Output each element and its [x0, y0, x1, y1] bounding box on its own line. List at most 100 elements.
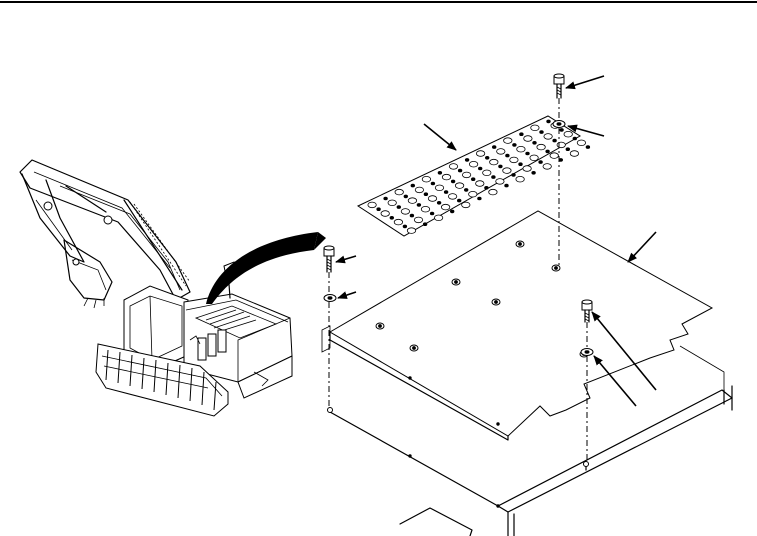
tread-hole: [512, 143, 517, 147]
screw-left: [323, 245, 335, 273]
tread-hole: [421, 175, 431, 183]
tread-hole: [542, 163, 552, 170]
tread-hole: [430, 181, 436, 186]
tread-hole: [403, 194, 408, 199]
tread-hole: [563, 130, 573, 138]
tread-plate: [356, 115, 591, 237]
tread-hole: [491, 175, 496, 179]
screw-right: [581, 299, 593, 323]
tread-hole: [530, 124, 540, 131]
tread-hole: [393, 218, 403, 226]
tread-hole: [546, 119, 551, 124]
callout-leaders: [335, 75, 657, 407]
tread-hole: [409, 213, 415, 218]
tread-hole: [464, 188, 469, 192]
tread-hole: [400, 208, 410, 215]
tread-hole: [496, 148, 506, 155]
tread-hole: [402, 224, 408, 229]
location-indicator-arrow: [206, 232, 326, 304]
screw-top: [553, 73, 565, 99]
tread-hole: [396, 205, 401, 209]
tread-hole: [394, 188, 404, 196]
tread-hole: [511, 173, 516, 177]
washer-left: [323, 294, 337, 302]
tread-hole: [443, 190, 449, 194]
tread-hole: [495, 178, 505, 185]
tread-hole: [569, 150, 580, 157]
tread-hole: [572, 136, 577, 141]
tread-hole: [413, 216, 424, 224]
tread-hole: [516, 145, 526, 153]
leader-washer-left: [337, 291, 357, 299]
washer-top: [552, 120, 566, 128]
tread-hole: [450, 209, 455, 214]
tread-hole: [380, 210, 390, 217]
tread-hole: [383, 196, 388, 201]
tread-hole: [436, 201, 442, 205]
tread-hole: [423, 192, 429, 197]
tread-hole: [437, 171, 443, 175]
tread-hole: [492, 145, 497, 149]
tread-hole: [448, 163, 459, 170]
tread-hole: [502, 167, 512, 174]
tread-hole: [543, 133, 553, 140]
tread-hole: [531, 171, 536, 175]
tread-hole: [441, 173, 452, 181]
leader-screw-left: [335, 255, 357, 264]
tread-hole: [504, 183, 509, 188]
tread-hole: [454, 182, 465, 189]
alignment-centerlines: [328, 98, 588, 462]
tread-hole: [367, 201, 377, 209]
tread-hole: [468, 160, 479, 168]
tread-hole: [420, 205, 431, 213]
tread-hole: [489, 158, 499, 166]
leader-screw-top: [565, 75, 605, 90]
tread-hole: [457, 168, 463, 173]
tread-hole: [552, 138, 557, 143]
tread-hole: [477, 196, 482, 201]
leader-washer-top: [567, 124, 605, 137]
washer-right: [580, 348, 594, 356]
tread-hole: [422, 222, 428, 227]
tread-hole: [427, 195, 438, 202]
machine-frame: [327, 345, 733, 536]
tread-hole: [407, 197, 417, 204]
tread-hole: [503, 137, 513, 144]
leader-washer-right: [593, 355, 637, 407]
tread-hole: [450, 179, 456, 184]
tread-hole: [525, 151, 530, 156]
tread-hole: [559, 128, 564, 132]
leader-deck-panel: [627, 231, 657, 263]
tread-hole: [457, 198, 462, 203]
tread-hole: [475, 150, 486, 157]
tread-hole: [565, 147, 570, 152]
tread-hole: [532, 141, 537, 145]
tread-hole: [468, 190, 478, 198]
tread-hole: [505, 153, 510, 158]
tread-hole: [549, 152, 559, 159]
tread-hole: [410, 183, 415, 188]
tread-hole: [522, 165, 532, 172]
tread-hole: [482, 169, 492, 176]
tread-hole: [538, 160, 543, 164]
tread-hole: [440, 203, 451, 211]
tread-hole: [518, 162, 523, 167]
tread-hole: [585, 145, 591, 149]
leader-screw-right: [591, 311, 657, 391]
tread-hole: [416, 203, 422, 207]
tread-hole: [433, 214, 444, 221]
tread-hole: [414, 186, 424, 194]
tread-hole: [389, 216, 394, 220]
tread-hole: [519, 132, 524, 137]
tread-hole: [529, 154, 539, 161]
tread-hole: [447, 193, 458, 200]
tread-hole: [558, 158, 563, 162]
tread-hole: [515, 175, 525, 183]
deck-panel: [321, 210, 714, 441]
tread-hole: [539, 130, 544, 134]
fasteners: [323, 73, 594, 356]
excavator-illustration: [19, 159, 293, 417]
tread-hole: [523, 135, 533, 142]
